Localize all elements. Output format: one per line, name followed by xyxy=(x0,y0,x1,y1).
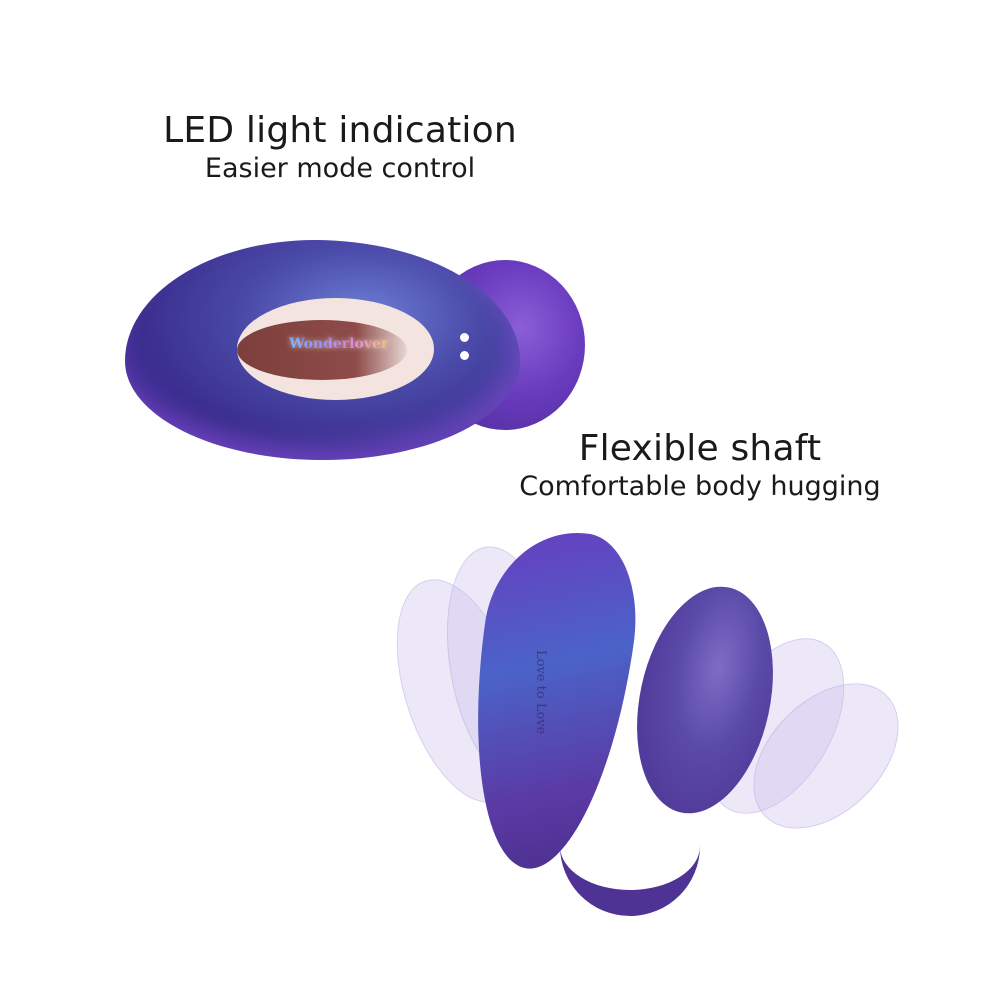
led-window-inner xyxy=(237,320,407,380)
product-side-view: Love to Love xyxy=(371,520,970,920)
feature-title: LED light indication xyxy=(163,110,517,151)
product-front-view: Wonderlover xyxy=(125,240,585,470)
feature-caption-shaft: Flexible shaft Comfortable body hugging xyxy=(500,428,900,504)
feature-subtitle: Easier mode control xyxy=(204,153,476,184)
feature-title: Flexible shaft xyxy=(578,428,822,469)
feature-caption-led: LED light indication Easier mode control xyxy=(150,110,530,186)
engraving-label: Love to Love xyxy=(533,650,548,735)
brand-label: Wonderlover xyxy=(289,336,389,352)
flexible-shaft xyxy=(560,820,700,916)
feature-subtitle: Comfortable body hugging xyxy=(519,471,881,502)
product-body: Wonderlover xyxy=(125,240,520,460)
indicator-dot-icon xyxy=(460,351,469,360)
led-window: Wonderlover xyxy=(237,298,434,400)
indicator-dot-icon xyxy=(460,333,469,342)
